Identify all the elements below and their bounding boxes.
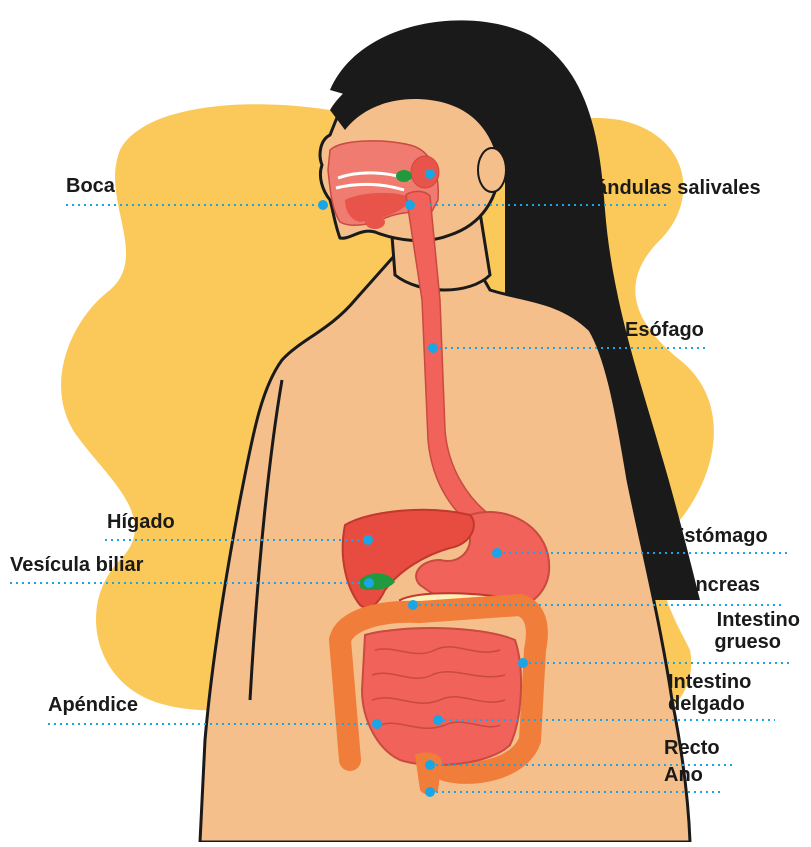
label-intestino-grueso-line1: Intestino: [717, 610, 800, 631]
dot-apendice: [372, 719, 382, 729]
label-intestino-delgado-line2: delgado: [668, 694, 745, 715]
label-recto: Recto: [664, 738, 720, 759]
label-intestino-delgado-line1: Intestino: [668, 672, 751, 693]
salivary-gland-3: [365, 215, 385, 229]
dot-higado: [363, 535, 373, 545]
label-boca: Boca: [66, 176, 115, 197]
label-higado: Hígado: [107, 512, 175, 533]
dot-intestino-delgado: [433, 715, 443, 725]
salivary-gland-2: [396, 170, 412, 182]
dot-boca: [318, 200, 328, 210]
label-pancreas: Páncreas: [671, 575, 760, 596]
label-apendice: Apéndice: [48, 695, 138, 716]
dot-vesicula: [364, 578, 374, 588]
dot-estomago: [492, 548, 502, 558]
label-estomago: Estómago: [671, 526, 768, 547]
label-vesicula-biliar: Vesícula biliar: [10, 555, 143, 576]
dot-glandulas: [425, 169, 435, 179]
dot-recto: [425, 760, 435, 770]
dot-glandulas-2: [405, 200, 415, 210]
dot-pancreas: [408, 600, 418, 610]
label-esofago: Esófago: [625, 320, 704, 341]
label-intestino-grueso-line2: grueso: [714, 632, 781, 653]
dot-esofago: [428, 343, 438, 353]
dot-ano: [425, 787, 435, 797]
label-ano: Ano: [664, 765, 703, 786]
salivary-gland: [411, 156, 439, 188]
label-glandulas-salivales: Glándulas salivales: [575, 178, 761, 199]
ear: [478, 148, 506, 192]
dot-intestino-grueso: [518, 658, 528, 668]
